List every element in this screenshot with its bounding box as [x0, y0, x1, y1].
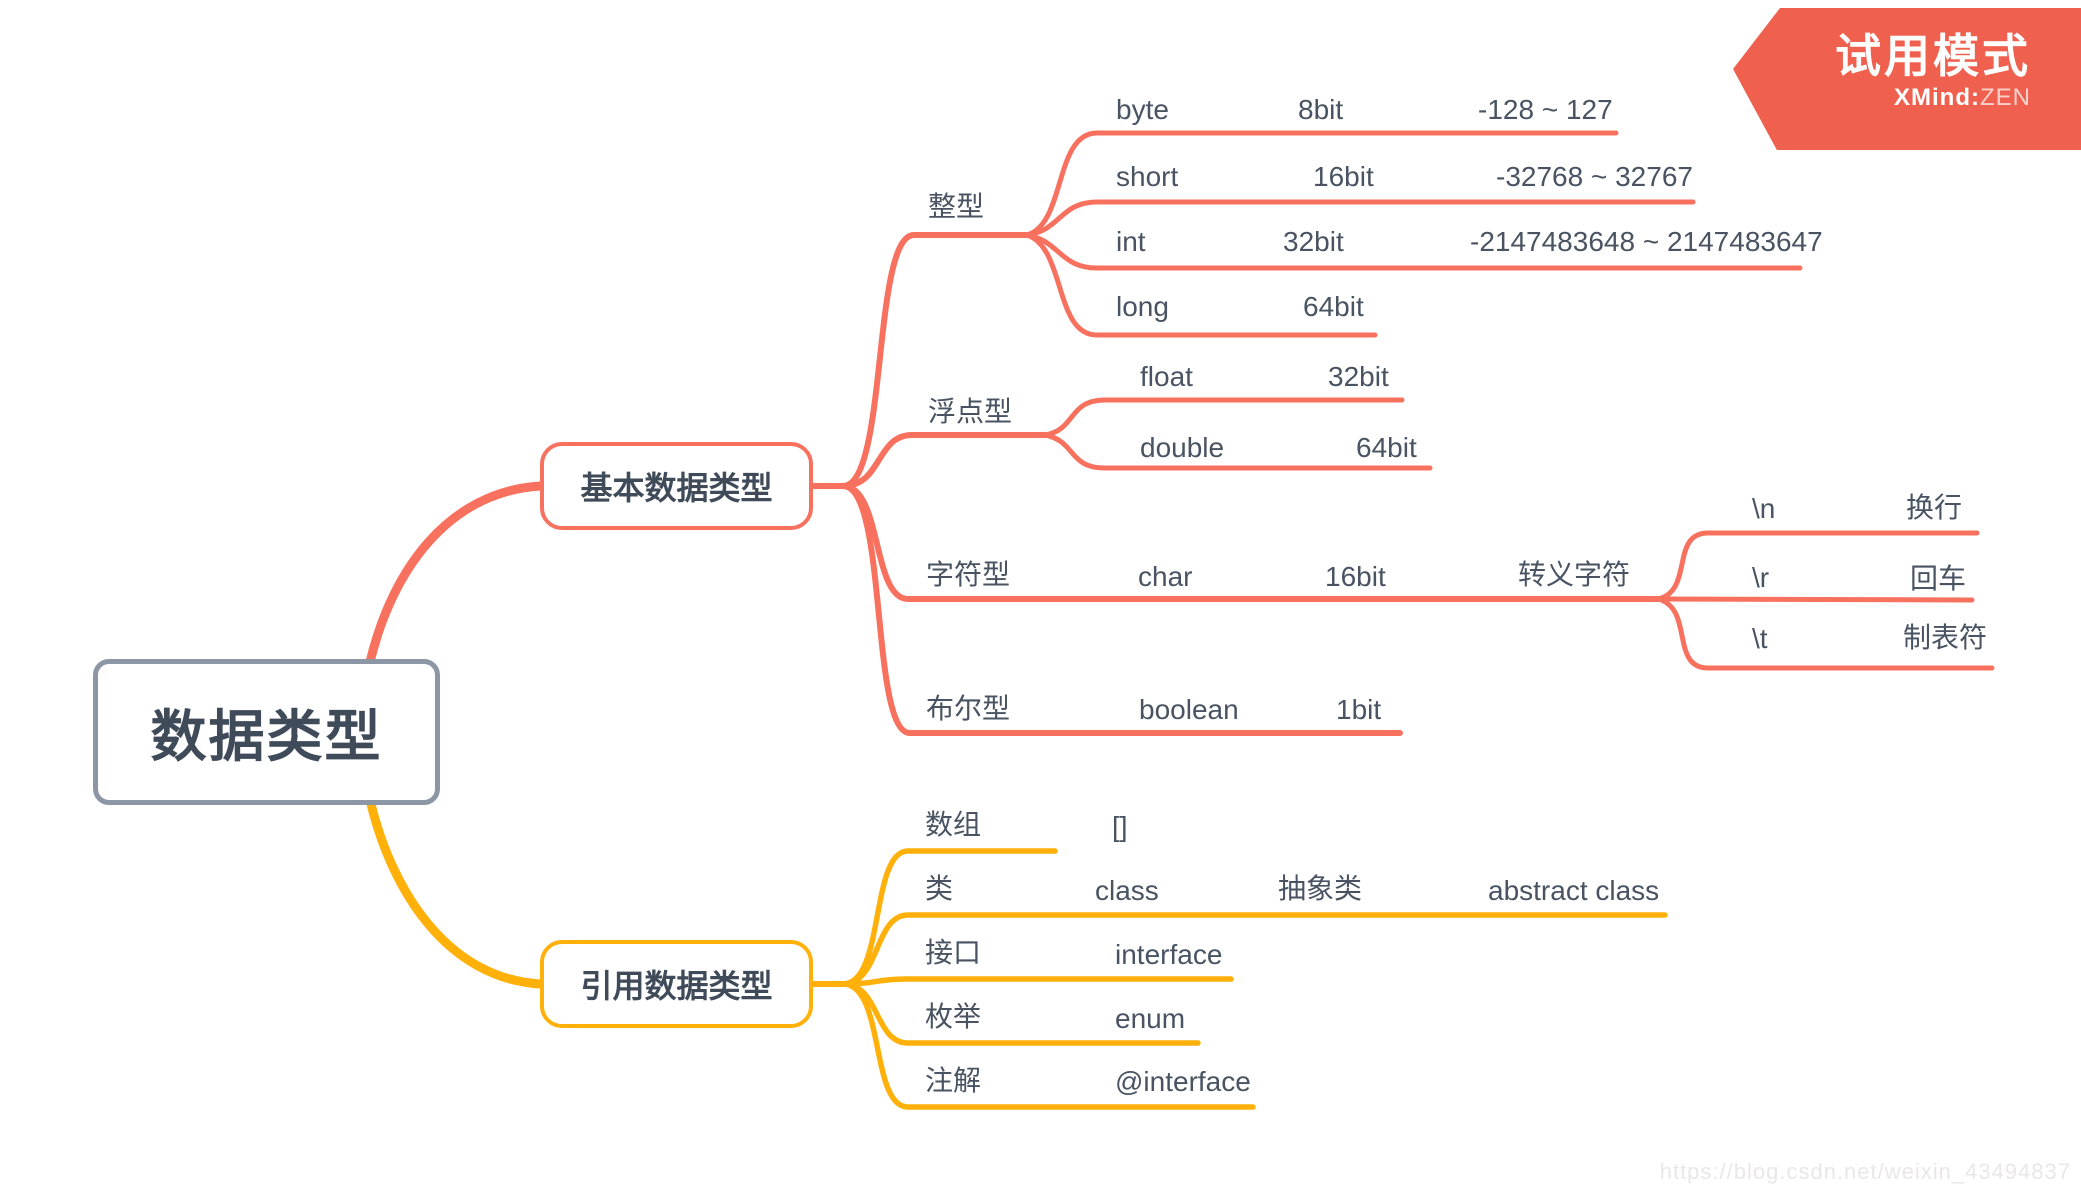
topic-interface[interactable]: 接口	[925, 937, 982, 968]
topic-long[interactable]: long	[1116, 291, 1169, 322]
topic-boolean[interactable]: boolean	[1139, 694, 1239, 725]
topic-char-bits[interactable]: 16bit	[1325, 561, 1386, 592]
branch-root-to-basic	[365, 481, 545, 667]
topic-float[interactable]: float	[1140, 361, 1193, 392]
topic-escape-n[interactable]: \n	[1752, 493, 1776, 524]
topic-floating-group[interactable]: 浮点型	[928, 396, 1013, 427]
topic-enum[interactable]: 枚举	[925, 1001, 982, 1032]
line-annotation	[840, 981, 1256, 1110]
topic-short-range[interactable]: -32768 ~ 32767	[1496, 161, 1693, 192]
line-short	[1024, 199, 1696, 238]
branch-to-boolean	[840, 483, 1403, 736]
topic-int[interactable]: int	[1116, 226, 1146, 257]
topic-enum-keyword[interactable]: enum	[1115, 1003, 1186, 1034]
topic-integer-group[interactable]: 整型	[928, 191, 985, 222]
topic-boolean-bits[interactable]: 1bit	[1336, 694, 1382, 725]
topic-short[interactable]: short	[1116, 161, 1179, 192]
topic-array-keyword[interactable]: []	[1112, 811, 1128, 842]
topic-int-range[interactable]: -2147483648 ~ 2147483647	[1470, 226, 1823, 257]
line-long	[1024, 232, 1378, 338]
line-float	[1042, 397, 1405, 438]
trial-badge: 试用模式 XMind:ZEN	[1733, 8, 2081, 150]
line-double	[1042, 432, 1433, 471]
topic-escape-r-desc[interactable]: 回车	[1910, 563, 1967, 594]
root-topic[interactable]: 数据类型	[93, 659, 440, 805]
topic-float-bits[interactable]: 32bit	[1328, 361, 1389, 392]
topic-escape-t-desc[interactable]: 制表符	[1903, 622, 1988, 653]
topic-int-bits[interactable]: 32bit	[1283, 226, 1344, 257]
topic-escape-r[interactable]: \r	[1752, 562, 1770, 593]
topic-class-keyword[interactable]: class	[1095, 875, 1159, 906]
topic-byte[interactable]: byte	[1116, 94, 1169, 125]
topic-boolean-group[interactable]: 布尔型	[926, 693, 1011, 724]
topic-class[interactable]: 类	[925, 873, 954, 904]
line-escape-r	[1655, 596, 1975, 603]
xmind-zen-logo: XMind:ZEN	[1894, 84, 2031, 111]
branch-to-integer	[840, 232, 1030, 489]
topic-escape-n-desc[interactable]: 换行	[1906, 492, 1963, 523]
line-interface	[840, 976, 1234, 987]
line-escape-t	[1655, 596, 1995, 671]
topic-byte-range[interactable]: -128 ~ 127	[1478, 94, 1613, 125]
topic-character-group[interactable]: 字符型	[926, 559, 1011, 590]
topic-double-bits[interactable]: 64bit	[1356, 432, 1417, 463]
csdn-watermark: https://blog.csdn.net/weixin_43494837	[1659, 1159, 2071, 1184]
topic-escape-t[interactable]: \t	[1752, 623, 1768, 654]
topic-interface-keyword[interactable]: interface	[1115, 939, 1223, 970]
line-escape-n	[1655, 530, 1980, 602]
topic-escape-group[interactable]: 转义字符	[1518, 559, 1631, 590]
topic-double[interactable]: double	[1140, 432, 1225, 463]
topic-short-bits[interactable]: 16bit	[1313, 161, 1374, 192]
topic-byte-bits[interactable]: 8bit	[1298, 94, 1344, 125]
topic-char[interactable]: char	[1138, 561, 1193, 592]
topic-annotation-keyword[interactable]: @interface	[1115, 1066, 1251, 1097]
topic-basic-data-types[interactable]: 基本数据类型	[540, 442, 813, 530]
topic-reference-data-types[interactable]: 引用数据类型	[540, 940, 813, 1028]
topic-abstract-class-keyword[interactable]: abstract class	[1488, 875, 1660, 906]
line-class	[840, 912, 1668, 987]
topic-abstract-class[interactable]: 抽象类	[1278, 873, 1363, 904]
trial-badge-title: 试用模式	[1835, 30, 2031, 82]
topic-long-bits[interactable]: 64bit	[1303, 291, 1364, 322]
branch-root-to-reference	[365, 795, 545, 989]
topic-annotation[interactable]: 注解	[925, 1065, 982, 1096]
branch-to-floating	[840, 432, 1048, 489]
topic-array[interactable]: 数组	[925, 809, 982, 840]
line-byte	[1024, 130, 1619, 238]
